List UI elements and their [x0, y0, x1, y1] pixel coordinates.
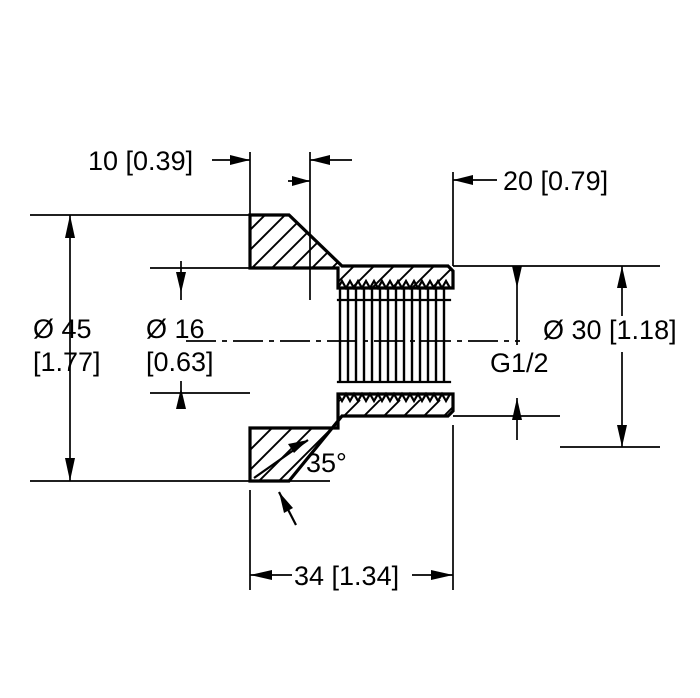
dimension-overall-length: 34 [1.34]: [249, 425, 454, 591]
arrowhead-34-left: [250, 570, 272, 580]
dimension-label-bore-diameter-inch: [0.63]: [146, 347, 214, 377]
thread-profile-upper: [338, 288, 446, 382]
arrowhead-angle-lower: [279, 492, 293, 513]
dimension-body-diameter: Ø 30 [1.18]: [543, 265, 677, 448]
dimension-thread-spec: G1/2: [453, 265, 560, 440]
dimension-label-body-diameter: Ø 30 [1.18]: [543, 315, 677, 345]
part-outline-lower: [248, 392, 455, 483]
arrowhead-34-right: [431, 570, 453, 580]
arrowhead-d16-bottom: [176, 388, 186, 409]
arrowhead-g12-bottom: [512, 398, 522, 420]
arrowhead-d30-top: [617, 266, 627, 288]
arrowhead-d45-top: [65, 215, 75, 238]
thread-crest-upper: [336, 278, 452, 291]
dimension-flange-diameter: Ø 45 [1.77]: [30, 214, 250, 482]
arrowhead-d16-top: [176, 272, 186, 293]
arrowhead-g12-top: [512, 266, 522, 288]
arrowhead-d30-bottom: [617, 425, 627, 447]
arrowhead-d45-bottom: [65, 458, 75, 481]
arrowhead-angle-upper: [288, 440, 308, 453]
dimension-label-flange-diameter: Ø 45: [33, 314, 92, 344]
section-hatching-upper: [250, 215, 453, 288]
dimension-thread-length: 20 [0.79]: [452, 166, 608, 266]
part-upper-section: [248, 213, 455, 290]
arrowhead-10-inner: [292, 176, 310, 186]
dimension-label-flange-thickness: 10 [0.39]: [88, 146, 193, 176]
dimension-label-thread-length: 20 [0.79]: [503, 166, 608, 196]
dimension-label-chamfer-angle: 35°: [306, 448, 347, 478]
dimension-label-thread-spec: G1/2: [490, 348, 549, 378]
arrowhead-10-left: [310, 155, 330, 165]
part-outline-upper: [248, 213, 455, 290]
dimension-chamfer-angle: 35°: [250, 439, 347, 526]
dimension-label-overall-length: 34 [1.34]: [294, 561, 399, 591]
dimension-label-bore-diameter: Ø 16: [146, 314, 205, 344]
arrowhead-20-left: [453, 175, 473, 185]
dimension-bore-diameter: Ø 16 [0.63]: [146, 261, 250, 409]
dimension-label-flange-diameter-inch: [1.77]: [33, 347, 101, 377]
dimension-flange-thickness: 10 [0.39]: [88, 146, 352, 300]
thread-crest-lower: [336, 391, 452, 404]
arrowhead-10-right: [230, 155, 250, 165]
